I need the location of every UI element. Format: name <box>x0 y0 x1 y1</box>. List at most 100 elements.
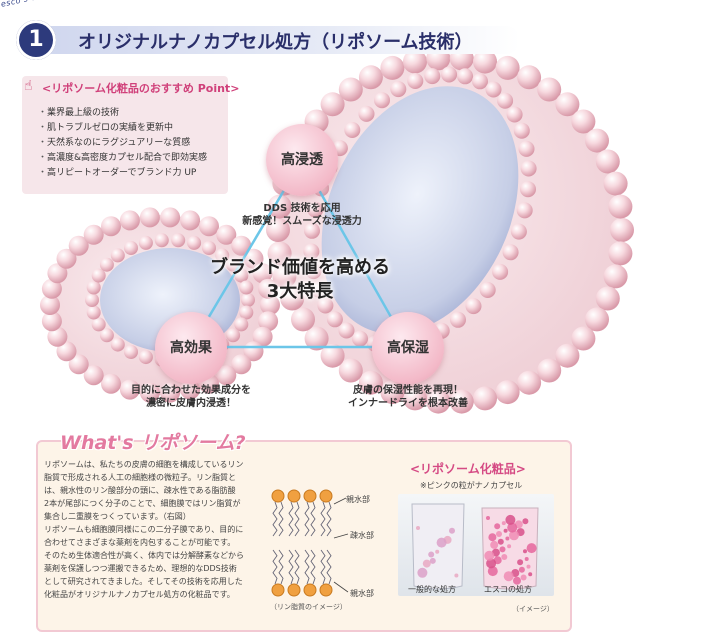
pearl-bead <box>258 278 279 299</box>
pearl-bead <box>465 298 482 315</box>
pearl-bead <box>234 317 249 332</box>
pearl-bead <box>320 92 345 117</box>
pearl-bead <box>497 92 514 109</box>
pearl-bead <box>291 307 315 332</box>
feature-circle-effect: 高効果 <box>155 312 227 384</box>
particle <box>503 528 508 533</box>
lipid-head <box>319 583 333 597</box>
pearl-bead <box>234 268 249 283</box>
particle <box>497 538 504 545</box>
pearl-bead <box>280 286 305 311</box>
point-item: 高濃度&高密度カプセル配合で即効実感 <box>38 151 207 166</box>
lipid-tail <box>326 501 332 537</box>
pearl-bead <box>272 264 297 289</box>
pearl-bead <box>86 305 101 320</box>
pearl-bead <box>403 386 427 411</box>
pearl-bead <box>110 248 125 263</box>
pearl-bead <box>160 207 181 228</box>
pearl-bead <box>571 109 596 134</box>
feature-circle-moisture: 高保湿 <box>372 312 444 384</box>
label-hydrophilic-top: 親水部 <box>346 495 370 504</box>
pearl-bead <box>41 278 62 299</box>
particle <box>501 554 508 560</box>
lipid-tail <box>310 501 316 537</box>
particle <box>523 549 527 554</box>
particles-left <box>416 526 459 578</box>
label-normal-formula: 一般的な処方 <box>408 585 456 594</box>
particle <box>505 536 510 541</box>
particle <box>428 551 435 558</box>
pearl-bead <box>216 365 237 386</box>
center-line-1: ブランド価値を高める <box>210 257 390 278</box>
pearl-bead <box>585 307 609 332</box>
beaker-illustration <box>411 503 539 590</box>
pearl-bead <box>243 248 264 269</box>
pearl-bead <box>513 122 530 139</box>
paragraph-line: として研究されてきました。そしてその技術を応用した <box>44 577 243 586</box>
particle <box>524 557 529 561</box>
pearl-bead <box>239 305 254 320</box>
lipid-tail <box>278 501 284 537</box>
pearl-bead <box>231 235 252 256</box>
label-hydrophobic: 疎水部 <box>350 531 374 540</box>
pearl-bead <box>320 343 345 368</box>
pearl-bead <box>68 354 89 375</box>
paragraph-line: は、親水性のリン酸部分の頭に、疎水性である脂肪酸 <box>44 486 236 495</box>
page-title: オリジナルナノカプセル処方（リポソーム技術） <box>78 32 473 53</box>
pearl-bead <box>492 263 509 280</box>
pearl-bead <box>138 350 153 365</box>
lipid-tail <box>310 549 316 585</box>
feature-desc-line: 目的に合わせた効果成分を <box>131 385 251 396</box>
point-item: 肌トラブルゼロの実績を更新中 <box>38 121 207 136</box>
pearl-bead <box>338 358 363 383</box>
pearl-bead <box>83 365 104 386</box>
lipid-caption: （リン脂質のイメージ） <box>270 603 347 611</box>
pearl-bead <box>338 77 363 102</box>
header-band <box>30 26 520 54</box>
lipid-head <box>287 583 301 597</box>
pointer-line-top <box>333 497 347 505</box>
lipid-head <box>287 489 301 503</box>
pearl-bead <box>47 263 68 284</box>
pearl-bead <box>317 297 334 314</box>
pearl-bead <box>86 280 101 295</box>
pearl-bead <box>56 341 77 362</box>
particle <box>507 544 512 549</box>
pearl-bead <box>352 330 368 347</box>
pearl-bead <box>595 149 620 174</box>
big-sphere-beads <box>266 46 634 414</box>
particle <box>503 571 514 582</box>
pearl-bead <box>450 311 466 328</box>
beaker-left <box>411 503 465 590</box>
pearl-bead <box>310 281 327 298</box>
particle <box>487 566 498 577</box>
pearl-bead <box>267 194 292 219</box>
pearl-bead <box>180 379 201 400</box>
particle <box>509 530 519 541</box>
pearl-bead <box>473 386 497 411</box>
feature-desc-effect: 目的に合わせた効果成分を 濃密に皮膚内浸透！ <box>115 384 267 410</box>
particle <box>528 572 533 577</box>
pearl-bead <box>91 268 106 283</box>
particle <box>496 531 502 537</box>
paragraph-line: 薬剤を保護しつつ運搬できるため、理想的なDDS技術 <box>44 564 237 573</box>
pearl-bead <box>495 55 520 80</box>
point-item: 天然系なのにラグジュアリーな質感 <box>38 136 207 151</box>
pearl-bead <box>571 326 596 351</box>
particle <box>520 574 527 581</box>
pearl-bead <box>154 233 169 248</box>
pearl-bead <box>99 328 114 343</box>
particles-right <box>484 514 537 585</box>
pearl-bead <box>603 264 628 289</box>
lipid-head <box>271 583 285 597</box>
feature-desc-line: DDS 技術を応用 <box>263 203 341 214</box>
pearl-bead <box>99 257 114 272</box>
pearl-bead <box>199 216 219 237</box>
pearl-bead <box>91 317 106 332</box>
pearl-bead <box>139 207 160 228</box>
pearl-bead <box>252 326 273 347</box>
pearl-bead <box>101 373 121 394</box>
pearl-bead <box>426 389 451 414</box>
lipid-tail <box>288 501 294 537</box>
